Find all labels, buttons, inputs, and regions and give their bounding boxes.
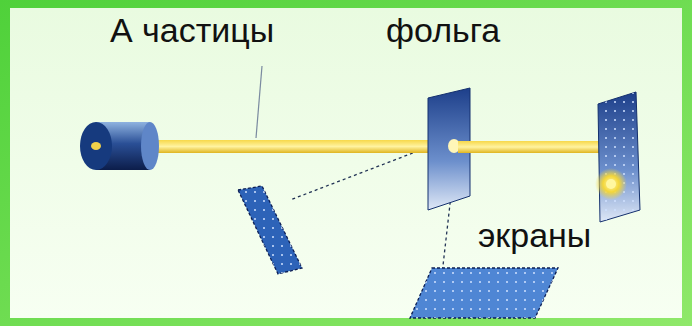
alpha-beam xyxy=(140,140,440,153)
screen-glow xyxy=(595,168,627,200)
source-glow xyxy=(91,142,101,150)
screen xyxy=(598,92,640,222)
alpha-source xyxy=(141,122,159,170)
leader-line xyxy=(256,66,262,138)
screen xyxy=(238,186,302,274)
screen-glow xyxy=(606,179,616,189)
alpha-beam xyxy=(458,141,620,153)
screen xyxy=(410,268,558,318)
background xyxy=(10,8,682,318)
screen-flashes xyxy=(598,92,640,222)
screens-label: экраны xyxy=(478,217,591,254)
alpha-source xyxy=(80,122,112,170)
beam-label: А частицы xyxy=(110,12,274,49)
foil-label: фольга xyxy=(386,12,500,49)
screen-flashes xyxy=(410,268,558,318)
screen-flashes xyxy=(238,186,302,274)
